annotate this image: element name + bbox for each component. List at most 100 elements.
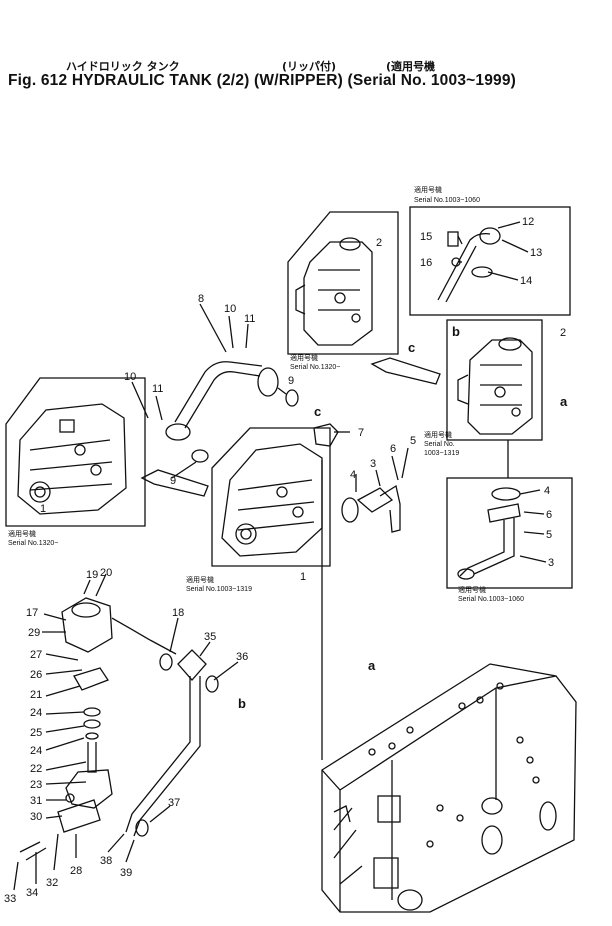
callout-3-center: 3	[370, 458, 376, 470]
pipe-bolt-set-12-16	[437, 227, 501, 303]
note-serial-right-range: 1003~1319	[424, 450, 459, 457]
callout-34: 34	[26, 887, 38, 899]
figure-ripper: (W/RIPPER)	[254, 72, 343, 89]
callout-27: 27	[30, 649, 42, 661]
callout-22: 22	[30, 763, 42, 775]
note-jp-upper: 適用号機	[290, 353, 318, 362]
marker-b-valve: b	[452, 324, 460, 339]
figure-number: Fig. 612	[8, 72, 68, 89]
callout-32: 32	[46, 877, 58, 889]
marker-c-pipe: c	[314, 404, 321, 419]
arrow-left-valve	[140, 469, 209, 497]
callout-15: 15	[420, 231, 432, 243]
inset-box-valve-upper	[287, 211, 399, 355]
pipe-35-37	[125, 649, 219, 837]
callout-9-lower: 9	[170, 475, 176, 487]
callout-33: 33	[4, 893, 16, 905]
callout-37: 37	[168, 797, 180, 809]
pipe-elbow-8	[165, 361, 279, 441]
note-serial-top-right: Serial No.1003~1060	[414, 197, 480, 204]
callout-26: 26	[30, 669, 42, 681]
callout-30: 30	[30, 811, 42, 823]
callout-39: 39	[120, 867, 132, 879]
inset-box-valve-right	[446, 319, 543, 441]
callout-11-upper: 11	[244, 313, 255, 325]
note-jp-right: 適用号機	[424, 430, 452, 439]
callout-6-right: 6	[546, 509, 552, 521]
marker-a-valve: a	[560, 394, 568, 409]
callout-31: 31	[30, 795, 42, 807]
note-jp-middle: 適用号機	[186, 575, 214, 584]
inset-box-pipe-right	[446, 477, 573, 589]
callout-25: 25	[30, 727, 42, 739]
callout-19: 19	[86, 569, 98, 581]
figure-title: Fig. 612 HYDRAULIC TANK (2/2) (W/RIPPER)…	[8, 72, 516, 90]
callout-2-upper: 2	[376, 237, 382, 249]
note-serial-bottom-right: Serial No.1003~1060	[458, 596, 524, 603]
o-ring-9-lower	[191, 449, 209, 463]
callout-9-upper: 9	[288, 375, 294, 387]
note-jp-bottom-right: 適用号機	[458, 585, 486, 594]
suction-assembly-left	[19, 597, 177, 861]
callout-4-center: 4	[350, 469, 356, 481]
figure-name: HYDRAULIC TANK (2/2)	[71, 72, 250, 89]
callout-21: 21	[30, 689, 42, 701]
callout-18: 18	[172, 607, 184, 619]
callout-14: 14	[520, 275, 532, 287]
callout-5-right: 5	[546, 529, 552, 541]
control-valve-right	[457, 337, 533, 435]
pipe-flange-3-center	[341, 484, 401, 533]
callout-10-upper: 10	[224, 303, 236, 315]
title-japanese-ripper: (リッパ付)	[282, 60, 337, 73]
callout-1-left: 1	[40, 503, 46, 515]
callout-16: 16	[420, 257, 432, 269]
callout-2-right: 2	[560, 327, 566, 339]
callout-12: 12	[522, 216, 534, 228]
callout-5-center: 5	[410, 435, 416, 447]
callout-4-right: 4	[544, 485, 550, 497]
callout-10-lower: 10	[124, 371, 136, 383]
callout-6-center: 6	[390, 443, 396, 455]
callout-8: 8	[198, 293, 204, 305]
note-jp-left: 適用号機	[8, 529, 36, 538]
marker-a-tank: a	[368, 658, 376, 673]
inset-box-valve-left	[5, 377, 146, 527]
marker-c-valve: c	[408, 340, 415, 355]
control-valve-middle	[221, 443, 323, 557]
note-serial-left: Serial No.1320~	[8, 540, 58, 547]
callout-7: 7	[358, 427, 364, 439]
figure-serial: (Serial No. 1003~1999)	[347, 72, 517, 89]
leader-line-17	[111, 617, 151, 641]
callout-23: 23	[30, 779, 42, 791]
hydraulic-tank	[321, 663, 577, 913]
callout-17: 17	[26, 607, 38, 619]
inset-box-valve-middle	[211, 427, 331, 567]
callout-11-lower: 11	[152, 383, 163, 395]
callout-24-lower: 24	[30, 745, 42, 757]
callout-20: 20	[100, 567, 112, 579]
title-japanese: ハイドロリック タンク	[66, 60, 180, 73]
note-serial-upper: Serial No.1320~	[290, 364, 340, 371]
marker-b-pipe: b	[238, 696, 246, 711]
callout-1-middle: 1	[300, 571, 306, 583]
callout-13: 13	[530, 247, 542, 259]
callout-28: 28	[70, 865, 82, 877]
callout-38: 38	[100, 855, 112, 867]
pipe-3-right	[457, 487, 521, 580]
callout-3-right: 3	[548, 557, 554, 569]
fitting-7	[313, 423, 339, 447]
note-serial-middle: Serial No.1003~1319	[186, 586, 252, 593]
callout-24-upper: 24	[30, 707, 42, 719]
note-serial-right-label: Serial No.	[424, 441, 455, 448]
callout-35: 35	[204, 631, 216, 643]
inset-box-top-right	[409, 206, 571, 316]
o-ring-9-upper	[285, 389, 299, 407]
control-valve-left	[17, 403, 127, 515]
title-japanese-serial: (適用号機	[386, 60, 436, 73]
callout-36: 36	[236, 651, 248, 663]
arrow-upper-valve	[370, 357, 441, 385]
callout-29: 29	[28, 627, 40, 639]
control-valve-upper	[295, 237, 373, 346]
note-jp-top-right: 適用号機	[414, 185, 442, 194]
